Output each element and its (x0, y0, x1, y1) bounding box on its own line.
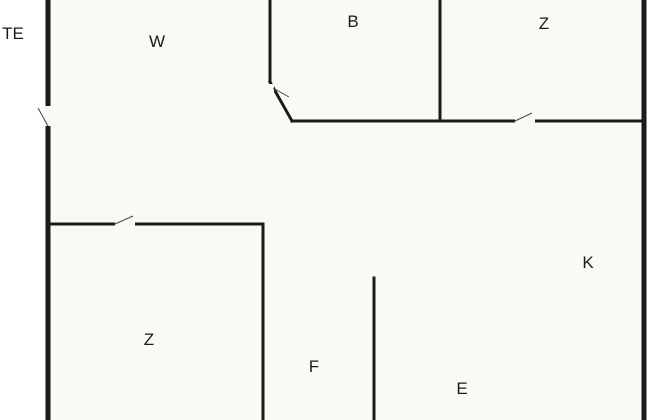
door-leaf-entrance (37, 107, 49, 127)
room-label-te: TE (2, 24, 24, 43)
floor-area (48, 0, 644, 420)
door-leaf-b (272, 87, 290, 98)
room-label-w: W (149, 32, 165, 51)
door-gap-z-top (515, 117, 535, 125)
door-leaf-z-bottom (114, 215, 134, 225)
door-gap-b (266, 84, 274, 98)
room-label-e: E (456, 379, 467, 398)
room-label-f: F (309, 357, 319, 376)
door-gap-entrance (44, 106, 52, 126)
door-gap-z-bottom (115, 220, 135, 228)
room-label-b: B (347, 12, 358, 31)
door-leaf-z-top (514, 112, 533, 122)
room-label-z-bottom: Z (144, 330, 154, 349)
room-label-z-top: Z (539, 14, 549, 33)
room-label-k: K (582, 253, 594, 272)
